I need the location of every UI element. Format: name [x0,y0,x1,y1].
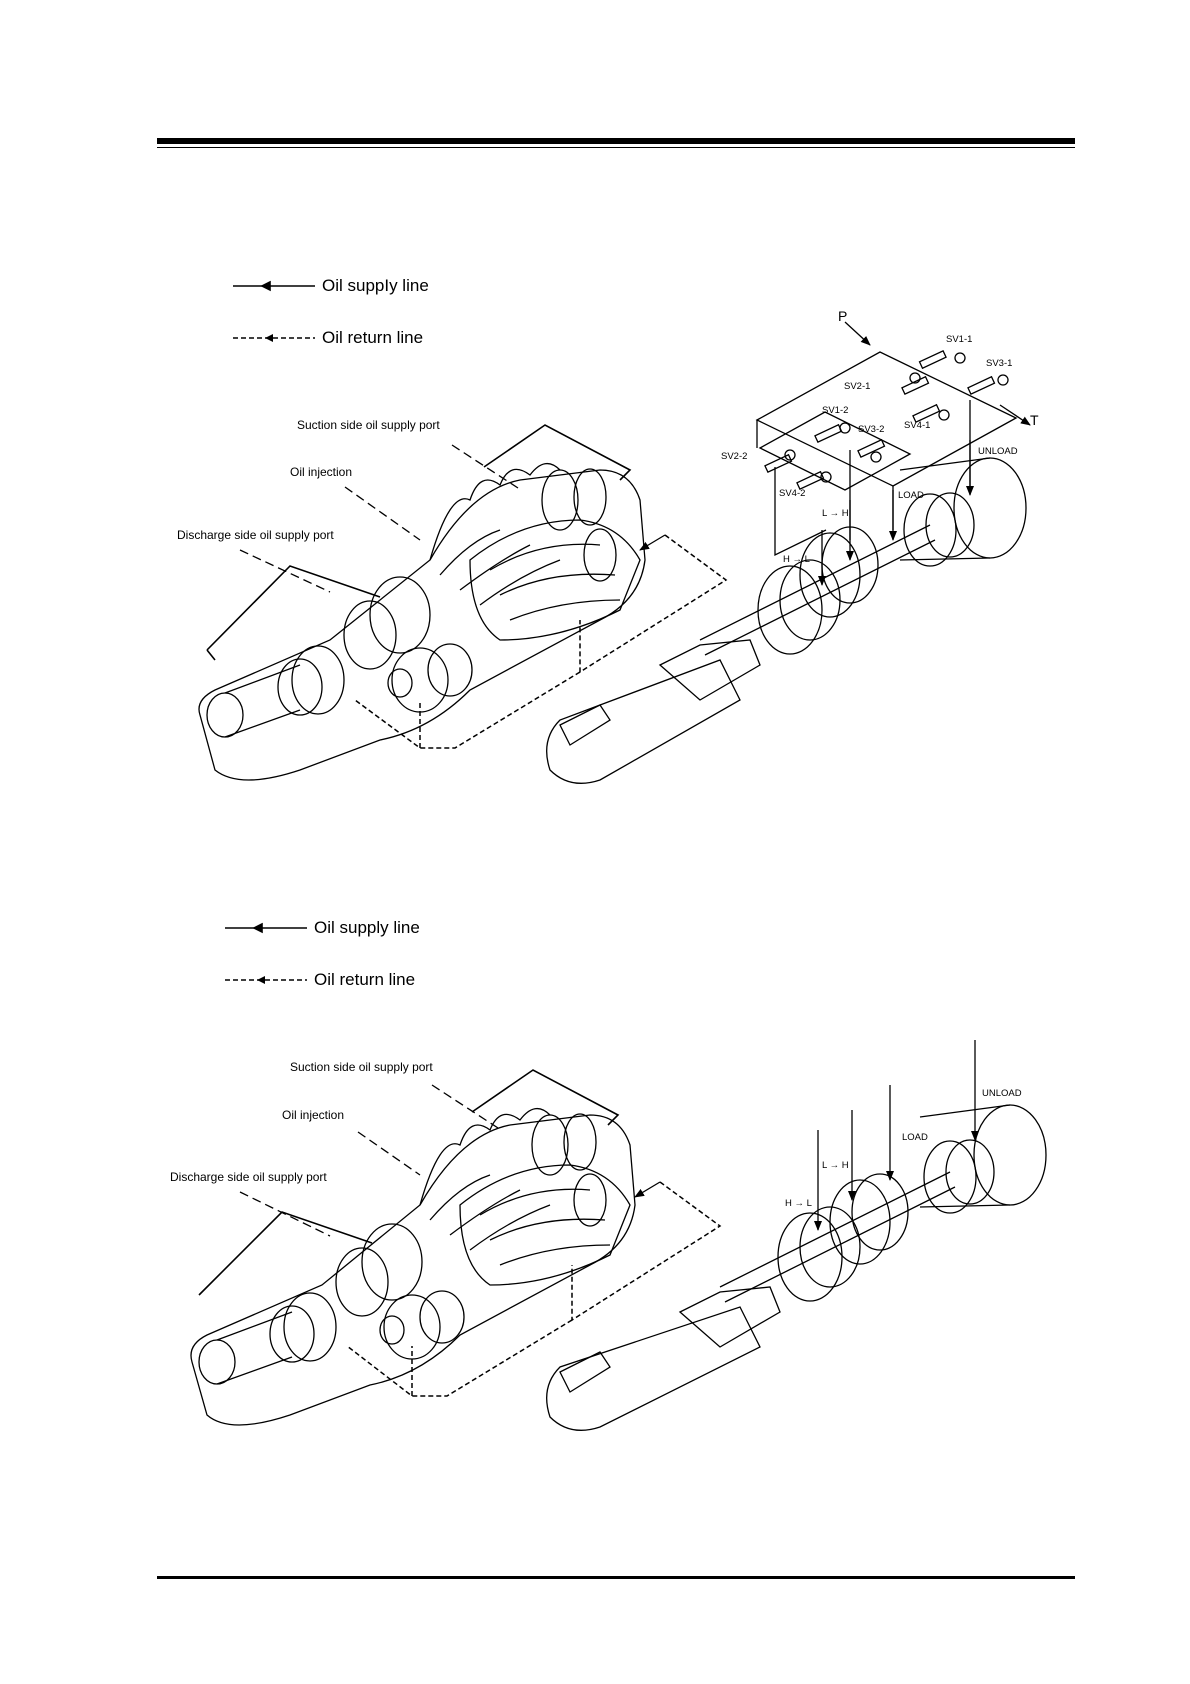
bottom-valve-h-to-l: H → L [785,1198,812,1209]
top-legend-lines [233,280,315,342]
top-label-discharge-port: Discharge side oil supply port [177,528,334,542]
bottom-compressor-drawing [190,1069,722,1426]
top-valve-sv3-1: SV3-1 [986,358,1013,369]
bottom-valve-unload: UNLOAD [982,1088,1022,1099]
top-valve-sv4-1: SV4-1 [904,420,931,431]
bottom-slide-valve-drawing [546,1040,1047,1431]
bottom-label-oil-injection: Oil injection [282,1108,345,1122]
bottom-label-discharge-port: Discharge side oil supply port [170,1170,327,1184]
top-valve-sv2-1: SV2-1 [844,381,871,392]
top-valve-unload: UNLOAD [978,446,1018,457]
top-valve-sv3-2: SV3-2 [858,424,885,435]
bottom-label-suction-port: Suction side oil supply port [290,1060,433,1074]
top-valve-t: T [1030,412,1039,428]
top-valve-p: P [838,308,848,324]
bottom-legend-supply: Oil supply line [314,918,420,937]
bottom-legend-return: Oil return line [314,970,416,989]
footer-rule [157,1576,1075,1579]
top-valve-sv2-2: SV2-2 [721,451,748,462]
top-legend-supply: Oil suppIy line [322,276,429,295]
top-valve-h-to-l: H → L [783,554,810,565]
top-valve-load: LOAD [898,490,924,501]
top-valve-sv1-1: SV1-1 [946,334,973,345]
top-label-suction-port: Suction side oil supply port [297,418,440,432]
top-valve-l-to-h: L → H [822,508,849,519]
top-valve-sv1-2: SV1-2 [822,405,849,416]
top-slide-valve-drawing [546,321,1031,784]
top-valve-sv4-2: SV4-2 [779,488,806,499]
bottom-valve-l-to-h: L → H [822,1160,849,1171]
top-legend-return: Oil return line [322,328,424,347]
bottom-legend-lines [225,922,307,984]
top-compressor-drawing [198,424,728,781]
top-label-oil-injection: Oil injection [290,465,353,479]
header-rule [157,138,1075,144]
bottom-valve-load: LOAD [902,1132,928,1143]
header-rule-thin [157,147,1075,148]
